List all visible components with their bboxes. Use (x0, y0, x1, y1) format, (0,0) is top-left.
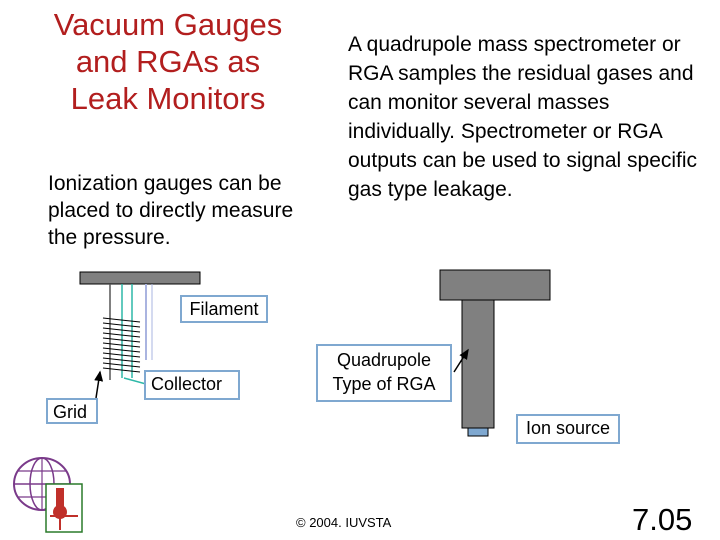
ion-source-label: Ion source (516, 414, 620, 444)
rga-label: Quadrupole Type of RGA (316, 344, 452, 402)
ion-source-block (467, 427, 489, 437)
rga-flange (439, 269, 551, 301)
quadrupole-rga (439, 269, 551, 437)
rga-label-line-1: Quadrupole (336, 350, 432, 370)
title-line-2: and RGAs as (75, 44, 261, 79)
iuvsta-logo-icon (13, 457, 83, 533)
rga-description-text: A quadrupole mass spectrometer or RGA sa… (348, 33, 698, 201)
slide-number: 7.05 (632, 502, 693, 537)
collector-label: Collector (144, 370, 240, 400)
collector-pointer (123, 377, 147, 385)
grid-pointer (94, 370, 104, 399)
grid-label: Grid (46, 398, 98, 424)
rga-tube (461, 299, 495, 429)
slide-title: Vacuum Gauges and RGAs as Leak Monitors (18, 6, 318, 117)
ionization-gauge (79, 271, 201, 399)
gauge-flange (79, 271, 201, 285)
rga-label-line-2: Type of RGA (332, 374, 436, 394)
ionization-gauge-text: Ionization gauges can be placed to direc… (48, 172, 294, 249)
rga-pointer (453, 348, 469, 373)
filament-label: Filament (180, 295, 268, 323)
grid-coil (102, 317, 141, 373)
title-line-3: Leak Monitors (70, 81, 266, 116)
copyright-text: © 2004. IUVSTA (296, 515, 392, 530)
title-line-1: Vacuum Gauges (53, 7, 283, 42)
